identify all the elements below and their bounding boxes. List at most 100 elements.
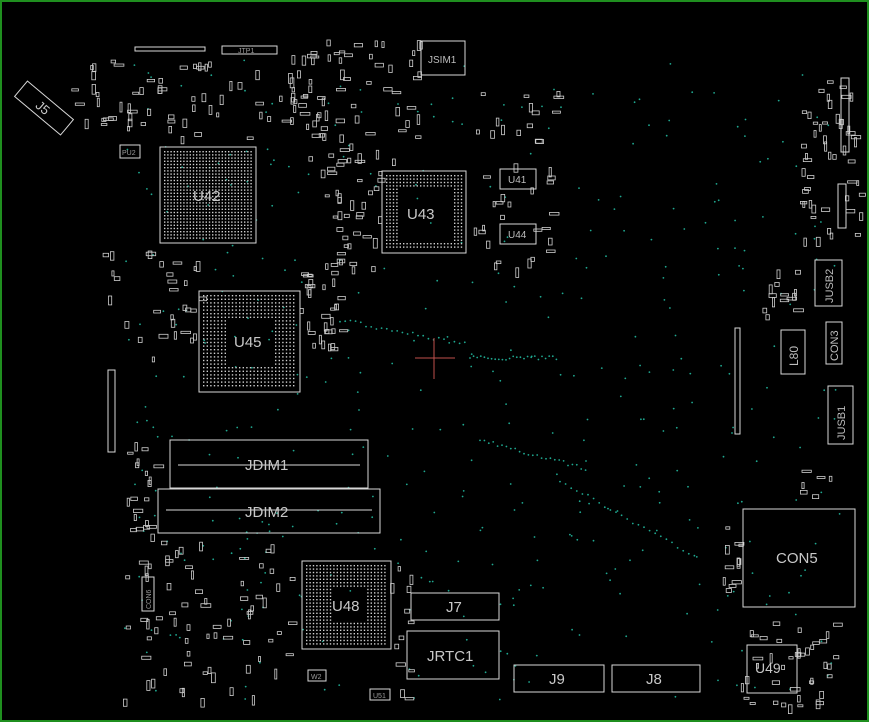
via	[720, 364, 722, 367]
bga-pad	[360, 629, 362, 631]
bga-pad	[309, 622, 311, 625]
bga-pad	[173, 195, 175, 198]
connector-JDIM1[interactable]: JDIM1	[169, 439, 369, 489]
chip-PU2[interactable]	[119, 144, 141, 159]
connector-CON5[interactable]: CON5	[742, 508, 856, 608]
bga-pad	[440, 175, 442, 177]
bga-pad	[228, 295, 230, 297]
connector-JSIM1[interactable]: JSIM1	[420, 40, 466, 76]
via	[181, 166, 184, 169]
bga-pad	[208, 170, 211, 172]
bga-pad	[460, 226, 463, 228]
bga-pad	[206, 356, 208, 358]
bga-pad	[260, 309, 262, 311]
smd-part	[415, 135, 422, 139]
bga-pad	[246, 309, 248, 311]
smd-part	[332, 215, 339, 219]
via	[380, 327, 383, 329]
via	[717, 679, 719, 682]
smd-part	[202, 671, 208, 675]
smd-part	[312, 342, 316, 349]
connector-J8[interactable]: J8	[611, 664, 701, 693]
smd-part	[127, 451, 134, 455]
bga-pad	[264, 295, 266, 297]
bga-pad	[367, 639, 369, 642]
inductor-L80[interactable]: L80	[780, 329, 806, 375]
bga-pad	[221, 218, 223, 220]
chip-U48[interactable]: U48	[301, 560, 392, 650]
bga-pad	[457, 195, 459, 197]
bga-pad	[346, 639, 349, 642]
bga-pad	[203, 309, 205, 311]
bga-pad	[228, 183, 230, 185]
bga-pad	[264, 313, 266, 315]
bga-pad	[167, 163, 169, 166]
smd-part	[240, 596, 249, 601]
via	[268, 338, 270, 341]
bga-pad	[231, 163, 233, 166]
bga-pad	[173, 211, 175, 214]
bga-pad	[218, 173, 220, 175]
part-W2[interactable]	[307, 669, 327, 682]
via	[335, 522, 338, 525]
bga-pad	[367, 565, 369, 567]
via	[639, 486, 642, 488]
smd-part	[513, 163, 519, 173]
chip-U44[interactable]: U44	[499, 223, 537, 245]
via	[162, 310, 165, 313]
smd-part	[353, 43, 363, 48]
connector-JDIM2[interactable]: JDIM2	[157, 488, 381, 534]
bga-pad	[235, 377, 237, 380]
bga-pad	[392, 175, 395, 177]
chip-U43[interactable]: U43	[381, 170, 467, 254]
connector-JRTC1[interactable]: JRTC1	[406, 630, 500, 680]
via	[751, 408, 753, 410]
via	[693, 554, 696, 557]
bga-pad	[170, 154, 172, 156]
connector-J9[interactable]: J9	[513, 664, 605, 693]
via	[250, 426, 253, 428]
smd-part	[725, 526, 731, 530]
connector-CON6[interactable]	[141, 576, 155, 612]
smd-part	[789, 687, 801, 692]
bga-pad	[323, 633, 325, 635]
bga-pad	[289, 381, 291, 383]
chip-U45[interactable]: U45	[198, 290, 301, 393]
bga-pad	[392, 209, 395, 211]
bga-pad	[228, 234, 230, 236]
via	[640, 418, 642, 421]
via	[559, 373, 562, 376]
connector-JUSB2[interactable]: JUSB2	[814, 259, 843, 307]
chip-U41[interactable]: U41	[499, 168, 537, 190]
connector-CON3[interactable]: CON3	[825, 321, 843, 365]
smd-part	[128, 113, 133, 122]
bga-pad	[457, 178, 459, 180]
bga-pad	[316, 643, 318, 645]
bga-pad	[271, 381, 273, 383]
smd-part	[336, 252, 346, 256]
connector-JUSB1[interactable]: JUSB1	[827, 385, 854, 445]
bga-pad	[189, 205, 191, 207]
part-U51[interactable]	[369, 688, 391, 701]
bga-pad	[247, 221, 249, 223]
via	[548, 355, 551, 357]
bga-pad	[312, 633, 315, 635]
via	[178, 636, 181, 639]
bga-pad	[346, 622, 349, 625]
bga-pad	[333, 633, 335, 635]
bga-pad	[217, 323, 219, 326]
bga-pad	[289, 309, 291, 311]
bga-pad	[234, 173, 236, 175]
via	[141, 469, 144, 472]
bga-pad	[215, 170, 217, 172]
via	[648, 371, 651, 373]
chip-U49[interactable]: U49	[746, 644, 798, 694]
chip-U42[interactable]: U42	[159, 146, 257, 244]
connector-J7[interactable]: J7	[410, 592, 500, 621]
via	[296, 373, 299, 376]
smd-part	[850, 135, 862, 140]
via	[734, 247, 736, 250]
via	[391, 362, 394, 365]
connector-JTP1[interactable]	[221, 45, 278, 55]
